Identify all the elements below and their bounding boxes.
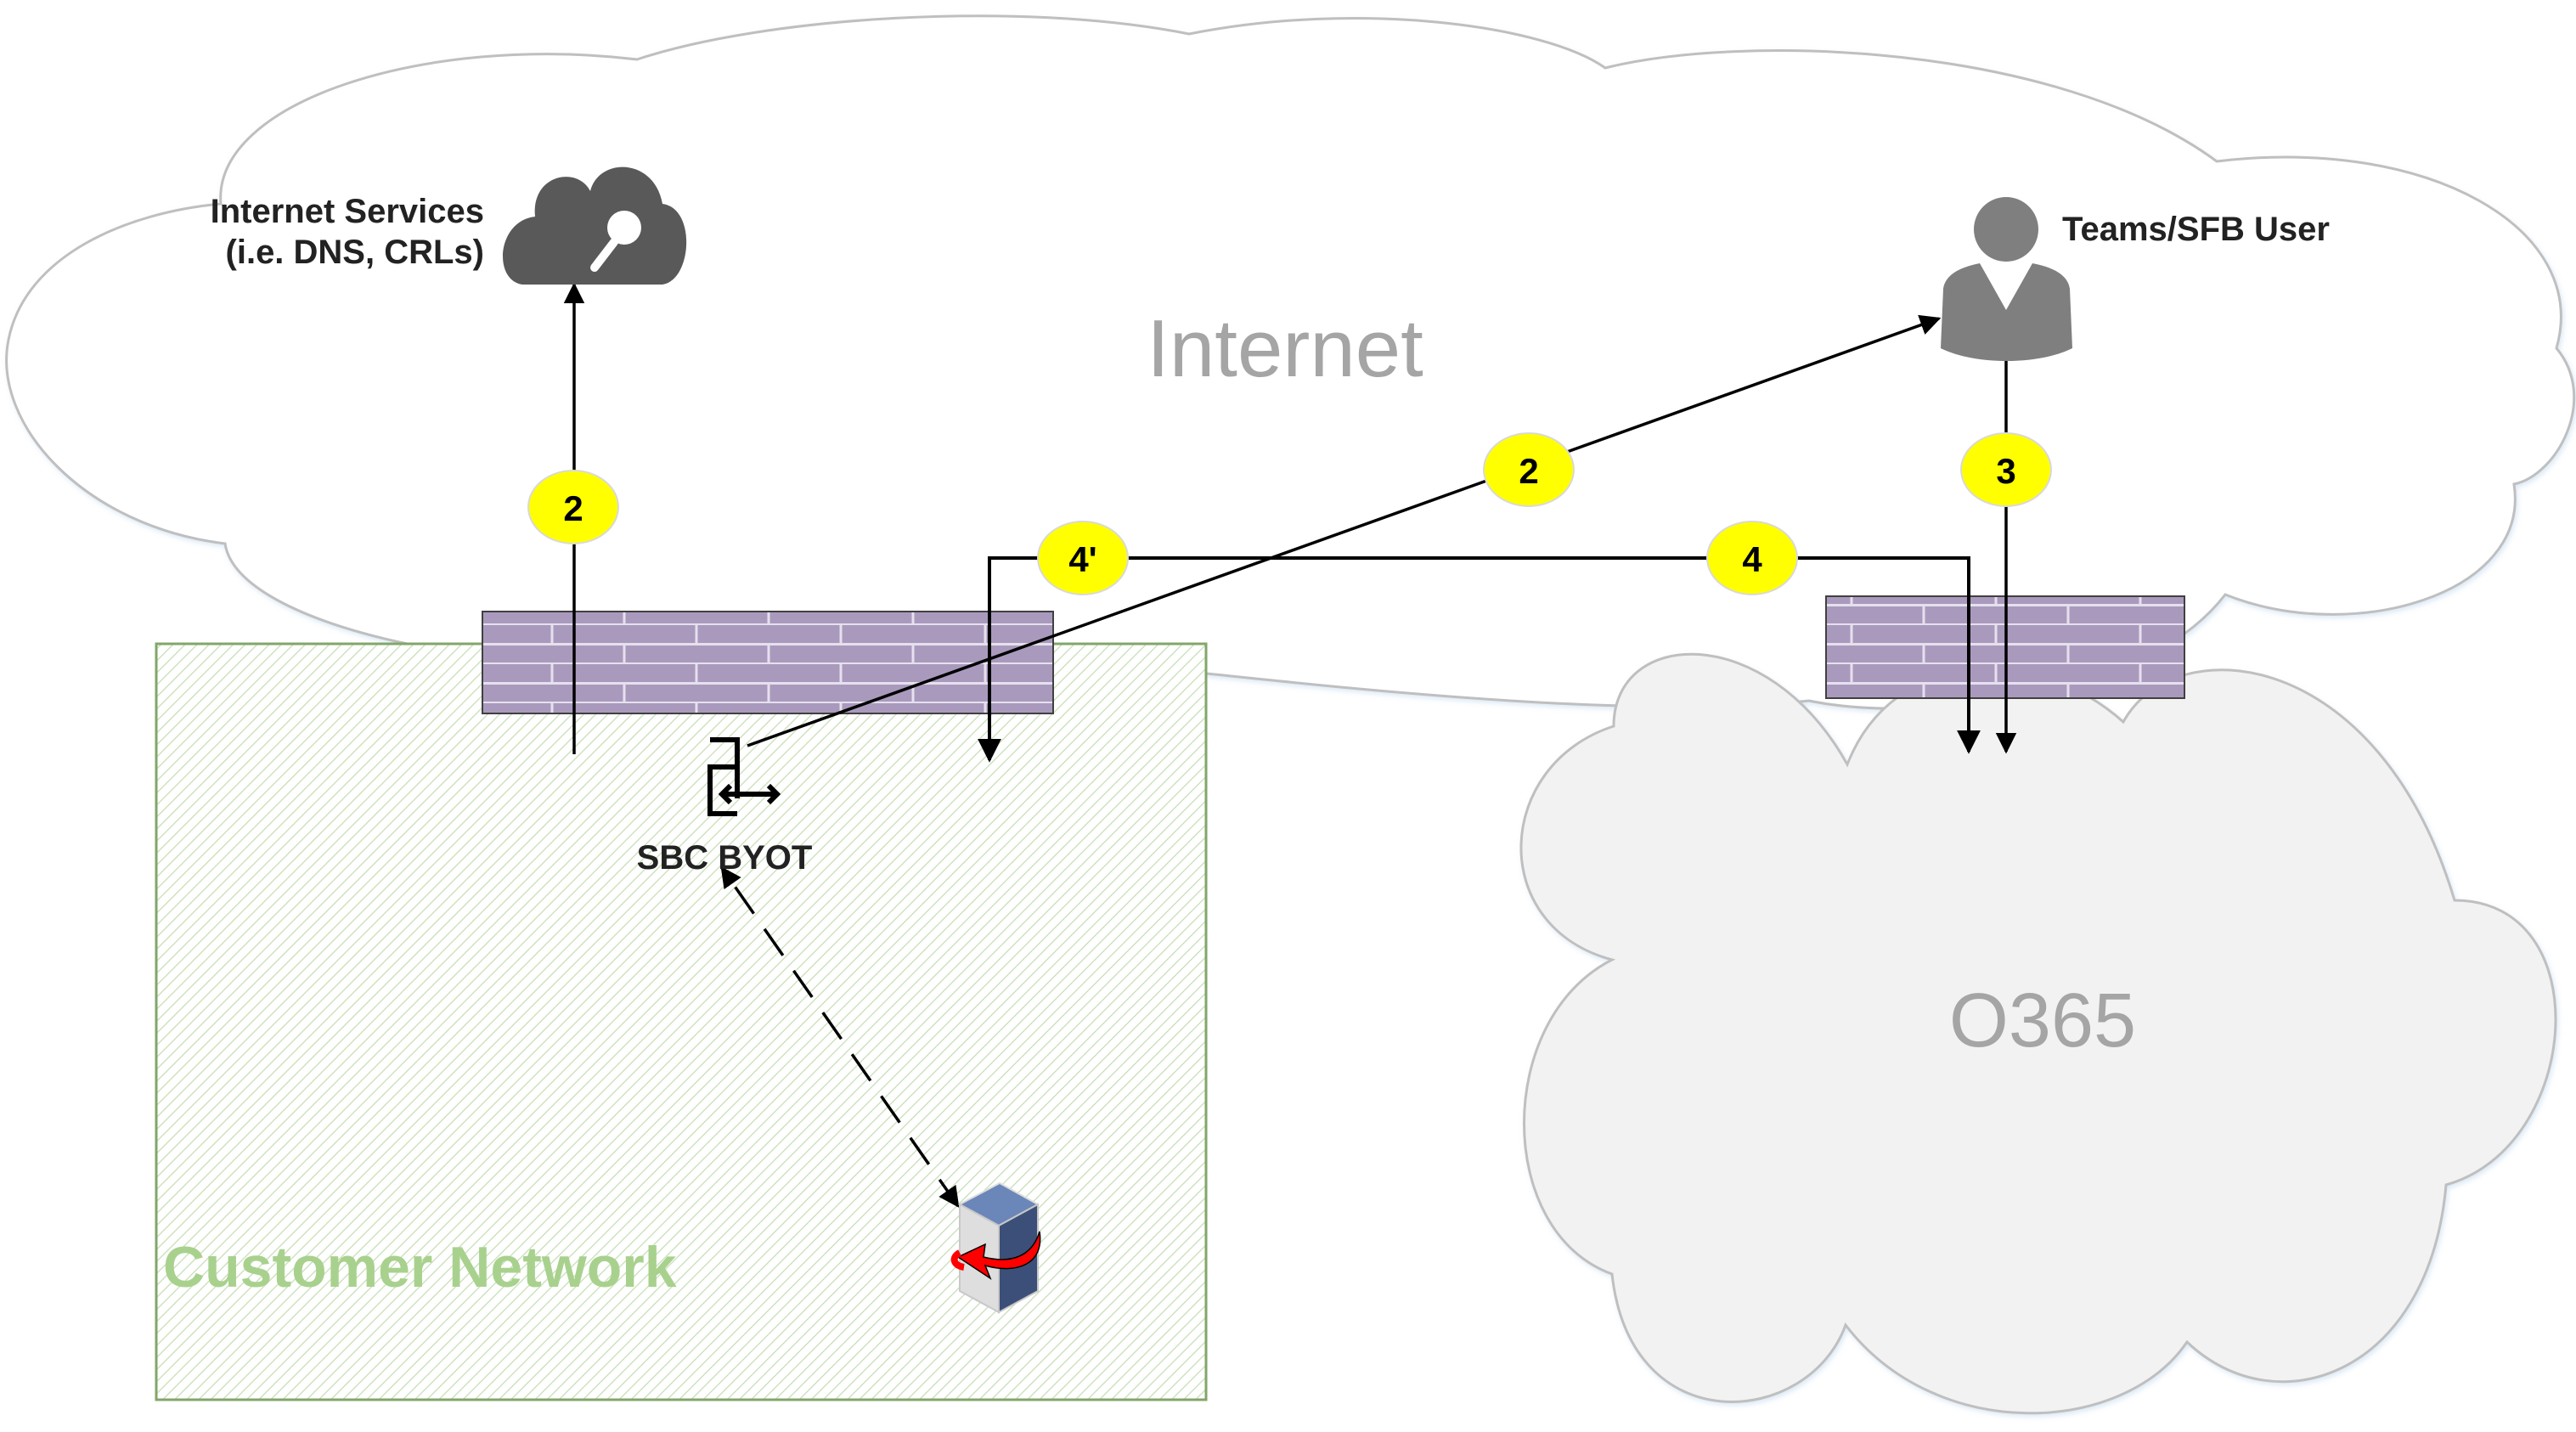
badge-step-2-dns: 2 [527, 470, 619, 544]
customer-network-label: Customer Network [163, 1235, 677, 1300]
pbx-server-node [950, 1181, 1041, 1314]
flow-lines [563, 282, 2017, 1209]
flow-sbc-to-teams-user [747, 314, 1942, 747]
o365-cloud-shape [1519, 652, 2557, 1415]
cloud-search-icon [503, 166, 687, 285]
badge-step-2-user: 2 [1483, 432, 1575, 507]
badge-step-2-dns-text: 2 [563, 488, 583, 528]
teams-user-label: Teams/SFB User [2062, 211, 2330, 248]
internet-label: Internet [1147, 303, 1423, 394]
badge-step-4: 4 [1706, 521, 1798, 595]
customer-network-zone: Customer Network [155, 642, 1208, 1401]
sbc-label: SBC BYOT [637, 839, 813, 877]
badge-step-4-prime: 4' [1037, 521, 1129, 595]
sbc-node: SBC BYOT [637, 737, 813, 877]
flow-pbx-sbc-dashed [720, 865, 960, 1209]
badge-step-3-text: 3 [1996, 451, 2015, 491]
badge-step-2-user-text: 2 [1519, 451, 1538, 491]
server-sync-icon [950, 1181, 1041, 1314]
badge-step-4-prime-text: 4' [1068, 539, 1096, 579]
sbc-gateway-icon [707, 737, 781, 816]
firewall-customer [482, 611, 1054, 714]
o365-zone: O365 [1519, 652, 2557, 1415]
step-badges: 2 4' 2 4 3 [527, 432, 2052, 595]
internet-services-label-line2: (i.e. DNS, CRLs) [226, 234, 484, 271]
badge-step-3: 3 [1960, 432, 2052, 507]
internet-zone: Internet [5, 14, 2576, 710]
badge-step-4-text: 4 [1742, 539, 1762, 579]
teams-user-node: Teams/SFB User [1941, 197, 2330, 361]
o365-label: O365 [1949, 978, 2136, 1063]
user-icon [1941, 197, 2072, 361]
internet-services-label-line1: Internet Services [211, 193, 484, 230]
internet-services-node: Internet Services (i.e. DNS, CRLs) [211, 166, 687, 285]
flow-o365-to-customer [978, 556, 1970, 763]
